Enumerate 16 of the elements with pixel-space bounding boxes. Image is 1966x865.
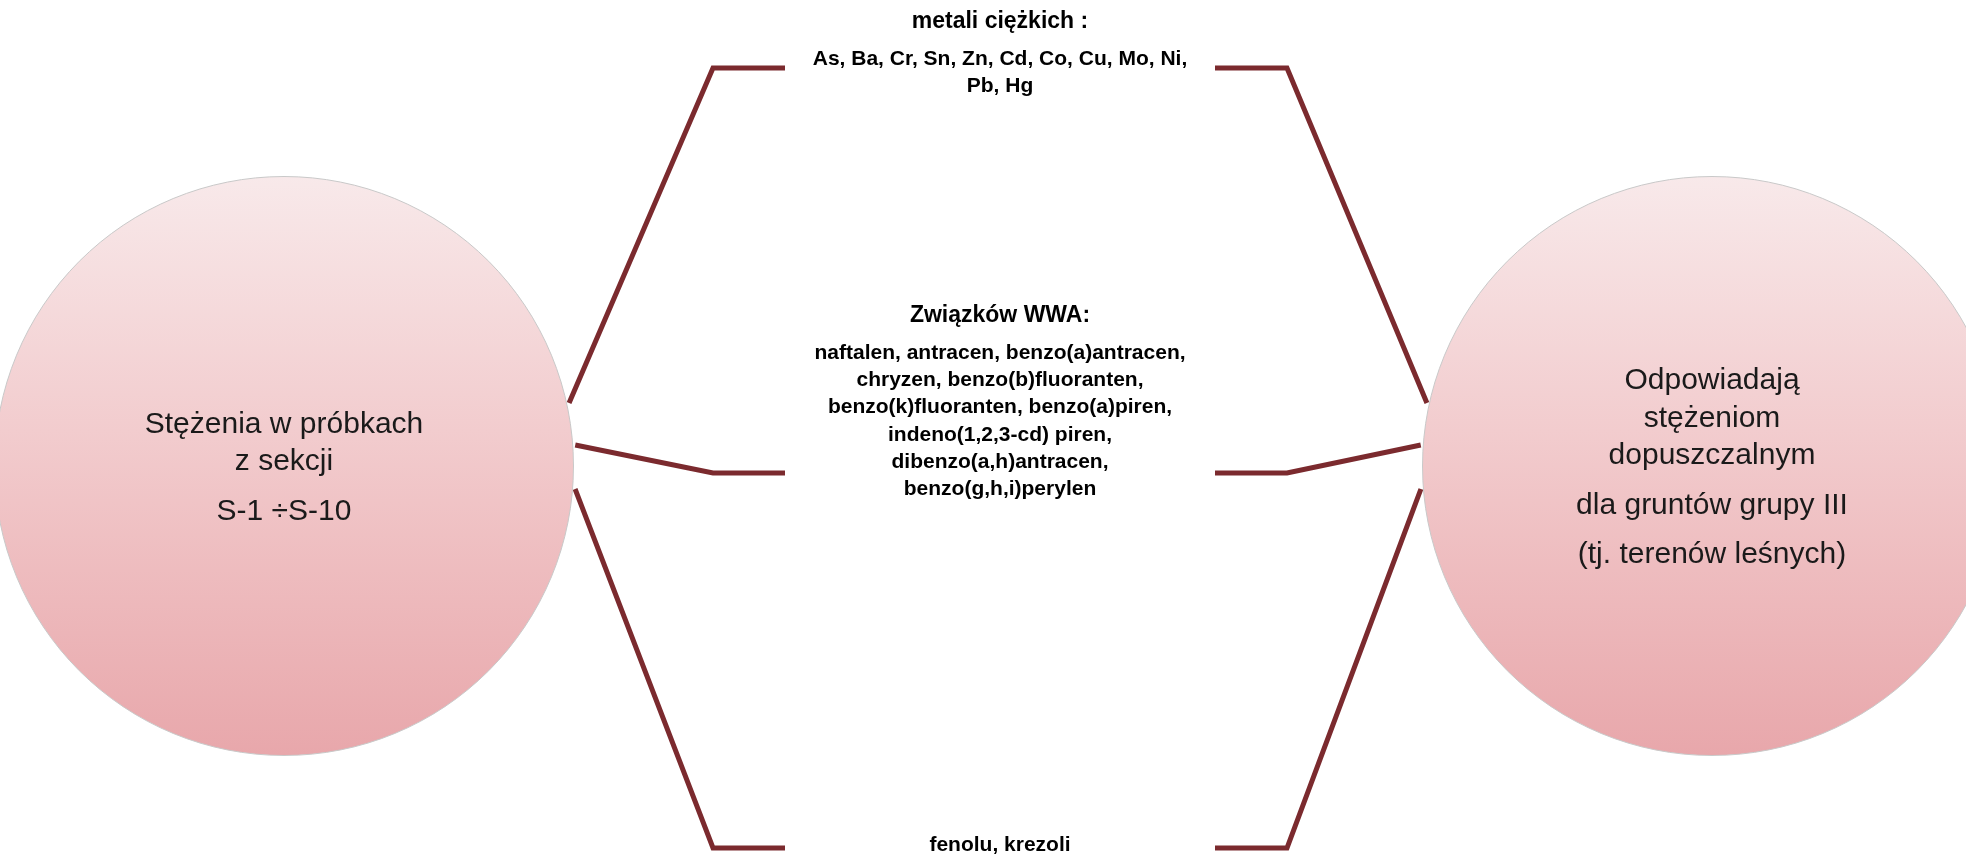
connector-line: [1215, 65, 1430, 404]
group-heading: Związków WWA:: [908, 300, 1092, 329]
connector-line: [1215, 442, 1422, 476]
connector-line: [574, 442, 785, 476]
circle-text: dla gruntów grupy III: [1576, 485, 1848, 522]
connector-line: [566, 65, 785, 404]
connector-line: [572, 488, 785, 851]
substance-list: As, Ba, Cr, Sn, Zn, Cd, Co, Cu, Mo, Ni, Pb, Hg: [785, 43, 1215, 99]
circle-text: Stężenia w próbkach z sekcji: [143, 404, 425, 479]
substance-list: naftalen, antracen, benzo(a)antracen, chryzen, benzo(b)fluoranten, benzo(k)fluoranten, benzo(a)piren, indeno(1,2,3-cd) piren, dibenzo(a,h)antracen, benzo(g,h,i)perylen: [785, 337, 1215, 502]
substance-list: fenolu, krezoli: [913, 830, 1087, 858]
connector-line: [1215, 488, 1424, 851]
circle-text: Odpowiadają stężeniom dopuszczalnym: [1607, 361, 1817, 473]
group-heading: metali ciężkich :: [910, 6, 1090, 35]
circle-text: (tj. terenów leśnych): [1577, 535, 1847, 572]
circle-text: S-1 ÷S-10: [216, 491, 352, 528]
